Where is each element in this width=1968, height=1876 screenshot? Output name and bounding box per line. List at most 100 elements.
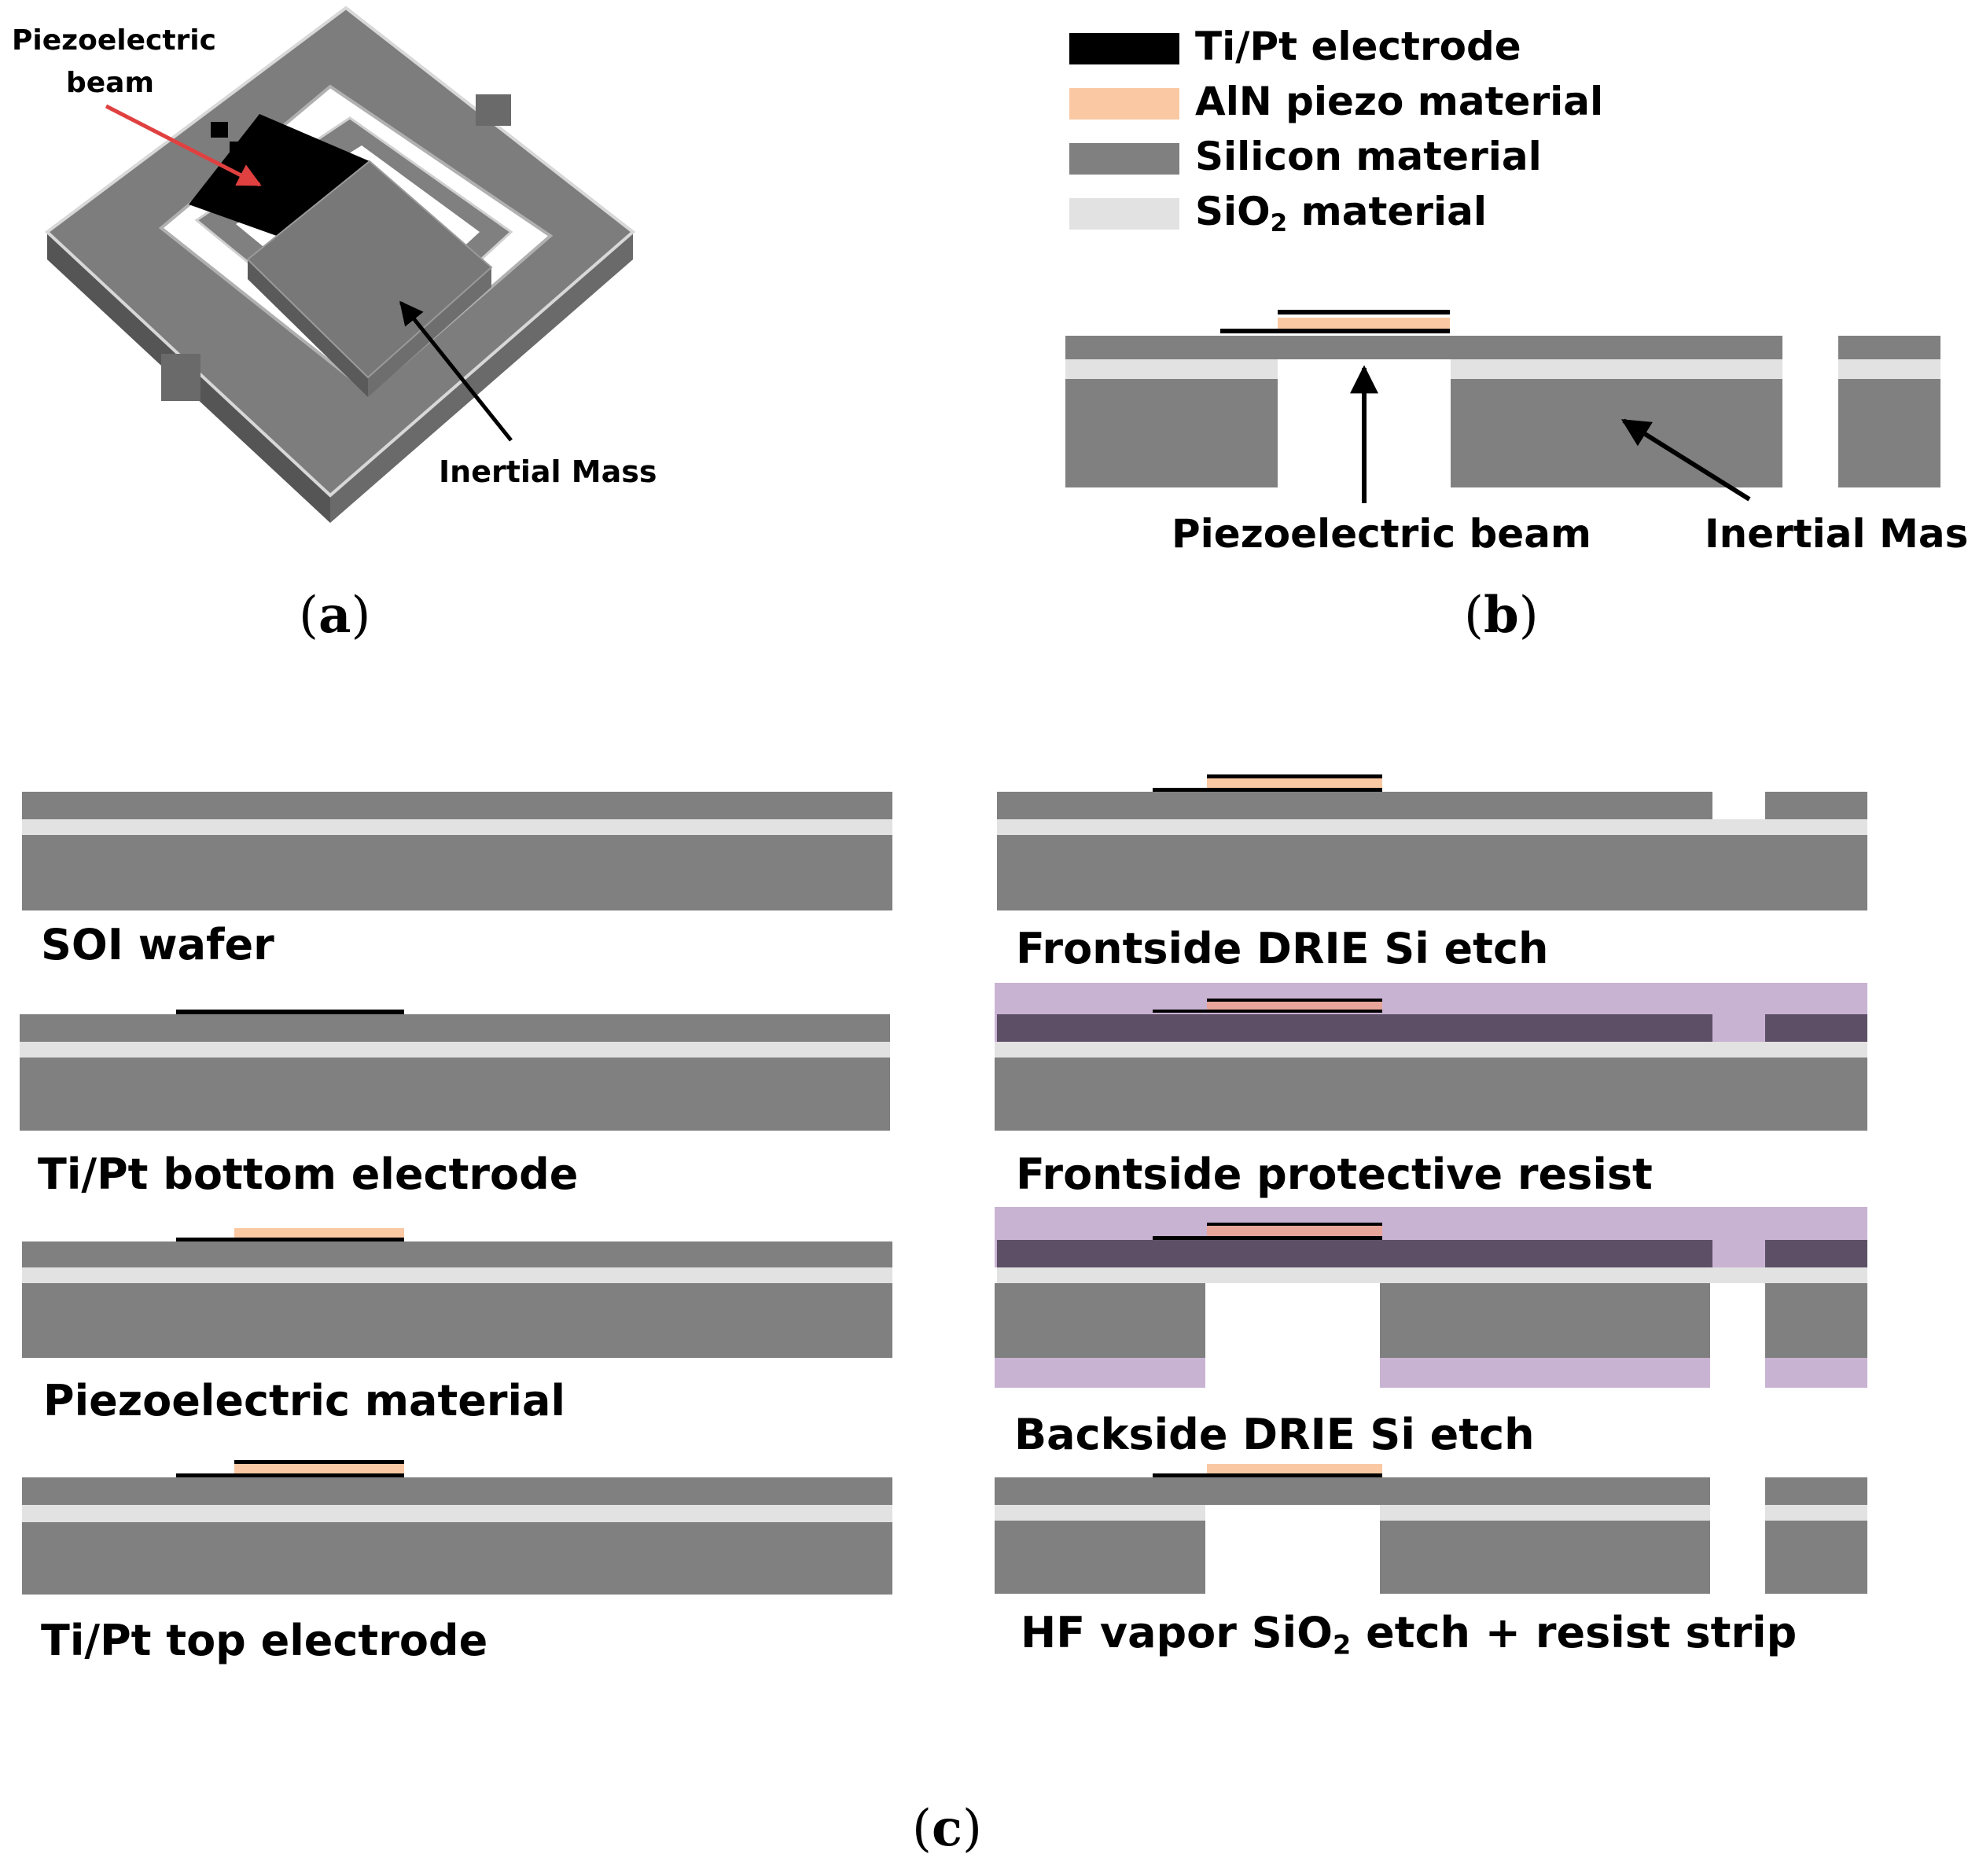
s7-device-si-right xyxy=(1765,1240,1867,1267)
step-8-label: HF vapor SiO2 etch + resist strip xyxy=(1021,1608,1797,1660)
legend xyxy=(1069,33,1179,230)
panel-c-letter: c xyxy=(931,1799,962,1858)
panel-a-letter: a xyxy=(318,586,351,645)
step-2-label: Ti/Pt bottom electrode xyxy=(38,1150,579,1199)
legend-label-silicon: Silicon material xyxy=(1195,134,1542,179)
panel-b-letter: b xyxy=(1483,586,1519,645)
cross-section-b xyxy=(1065,310,1940,503)
step-7-backside-drie xyxy=(995,1207,1867,1388)
step-7-label: Backside DRIE Si etch xyxy=(1014,1410,1535,1459)
s8-device-si-right xyxy=(1765,1477,1867,1505)
s8-device-si-main xyxy=(995,1477,1710,1505)
s4-device-si xyxy=(22,1477,892,1505)
s3-oxide xyxy=(22,1267,892,1283)
piezo-layer xyxy=(1278,318,1450,329)
legend-sio2-pre: SiO xyxy=(1195,189,1271,234)
legend-swatch-silicon xyxy=(1069,143,1179,175)
s8-handle-right xyxy=(1765,1521,1867,1594)
top-electrode xyxy=(1278,310,1450,315)
legend-swatch-sio2 xyxy=(1069,198,1179,230)
step-2-bottom-electrode xyxy=(20,1010,890,1131)
s2-electrode xyxy=(176,1010,404,1014)
device-si-right xyxy=(1838,336,1940,359)
legend-label-electrode: Ti/Pt electrode xyxy=(1195,24,1521,69)
s7-resist-back-left xyxy=(995,1358,1205,1388)
oxide-right xyxy=(1838,359,1940,379)
s4-oxide xyxy=(22,1505,892,1522)
beam-tab xyxy=(230,142,244,159)
s7-resist-back-right xyxy=(1765,1358,1867,1388)
s7-resist-back-mass xyxy=(1380,1358,1710,1388)
s5-oxide xyxy=(997,819,1867,835)
step-4-label: Ti/Pt top electrode xyxy=(41,1616,488,1665)
device-si-main xyxy=(1065,336,1782,359)
s3-electrode xyxy=(176,1238,404,1241)
s8-piezo xyxy=(1207,1464,1382,1473)
arrow-mass-black xyxy=(399,300,513,442)
panel-b-label: (b) xyxy=(1464,586,1539,645)
s6-device-si-right xyxy=(1765,1014,1867,1042)
s4-handle xyxy=(22,1522,892,1595)
frame-side-right xyxy=(330,232,633,523)
legend-label-piezo: AlN piezo material xyxy=(1195,79,1604,124)
s5-device-si-main xyxy=(997,792,1712,819)
step-4-top-electrode xyxy=(22,1460,892,1595)
step-5-frontside-drie xyxy=(997,774,1867,910)
s8-bottom-electrode xyxy=(1153,1473,1382,1477)
b-mass-label: Inertial Mass xyxy=(1705,511,1968,557)
s7-device-si-main xyxy=(997,1240,1712,1267)
s1-handle xyxy=(22,835,892,910)
legend-sio2-sub: 2 xyxy=(1270,208,1288,237)
s6-device-si-main xyxy=(997,1014,1712,1042)
step-1-label: SOI wafer xyxy=(41,920,274,969)
s4-piezo xyxy=(234,1464,404,1473)
bottom-electrode xyxy=(1220,329,1450,333)
s1-device-si xyxy=(22,792,892,819)
s8-handle-mass xyxy=(1380,1521,1710,1594)
b-beam-label: Piezoelectric beam xyxy=(1172,511,1592,557)
step-5-label: Frontside DRIE Si etch xyxy=(1016,924,1549,973)
s6-oxide xyxy=(995,1042,1867,1058)
oxide-mid xyxy=(1451,359,1782,379)
s8-oxide-left xyxy=(995,1505,1205,1521)
s6-handle xyxy=(995,1058,1867,1131)
s6-piezo xyxy=(1207,1002,1382,1010)
step-8-hf-release xyxy=(995,1464,1867,1594)
device-3d-view xyxy=(44,6,636,523)
oxide-left xyxy=(1065,359,1278,379)
arrow-beam-red xyxy=(105,104,262,187)
s7-bottom-electrode xyxy=(1153,1236,1382,1240)
mass-side-right xyxy=(368,267,491,397)
s8-oxide-mass xyxy=(1380,1505,1710,1521)
mass-top xyxy=(246,160,493,379)
handle-right xyxy=(1838,379,1940,487)
step-3-label: Piezoelectric material xyxy=(43,1376,566,1425)
step-8-post: etch + resist strip xyxy=(1351,1608,1797,1657)
s4-bottom-electrode xyxy=(176,1473,404,1477)
s5-piezo xyxy=(1207,778,1382,788)
handle-mass xyxy=(1451,379,1782,487)
step-1-soi-wafer xyxy=(22,792,892,910)
s2-device-si xyxy=(20,1014,890,1042)
frame-tab-right xyxy=(476,94,511,126)
legend-swatch-electrode xyxy=(1069,33,1179,64)
s5-bottom-electrode xyxy=(1153,788,1382,792)
s6-bottom-electrode xyxy=(1153,1010,1382,1013)
s6-top-electrode xyxy=(1207,999,1382,1002)
panel-a-label: (a) xyxy=(299,586,371,645)
arrow-mass-b xyxy=(1620,418,1751,502)
legend-swatch-piezo xyxy=(1069,88,1179,120)
s2-oxide xyxy=(20,1042,890,1058)
s4-top-electrode xyxy=(234,1460,404,1464)
s7-handle-left xyxy=(995,1283,1205,1358)
a-beam-label-line1: Piezoelectric xyxy=(12,24,216,57)
s7-top-electrode xyxy=(1207,1223,1382,1226)
step-8-pre: HF vapor SiO xyxy=(1021,1608,1333,1657)
s3-handle xyxy=(22,1283,892,1358)
s7-oxide xyxy=(997,1267,1867,1283)
a-beam-label-line2: beam xyxy=(66,67,154,99)
s7-piezo xyxy=(1207,1226,1382,1236)
s7-handle-mass xyxy=(1380,1283,1710,1358)
legend-label-sio2: SiO2 material xyxy=(1195,189,1487,237)
